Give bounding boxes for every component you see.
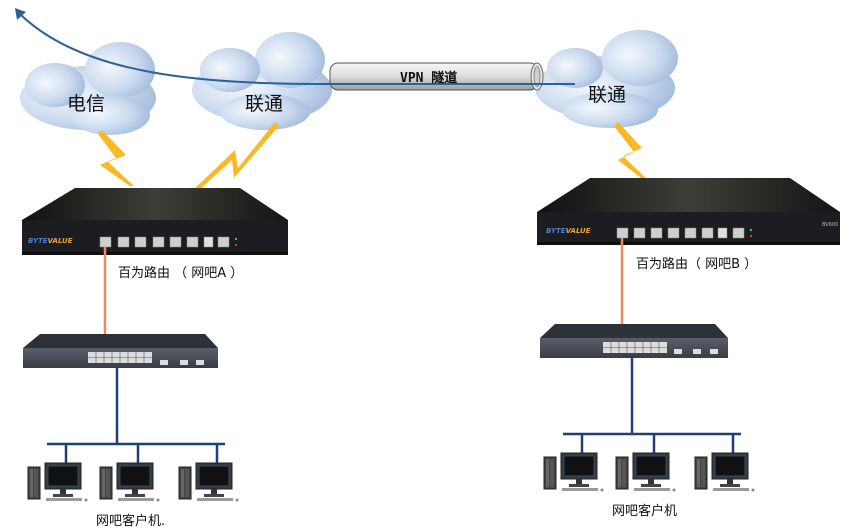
- clients-a-label: 网吧客户机.: [96, 514, 166, 529]
- lightning-icon: [98, 130, 134, 186]
- lan-bus-b: [563, 358, 741, 454]
- computer-icon: [178, 462, 239, 502]
- computer-icon: [543, 452, 604, 492]
- computer-icon: [99, 462, 160, 502]
- cloud-label-unicom-a: 联通: [245, 93, 284, 115]
- router-b: BYTEVALUE BV600: [537, 178, 840, 245]
- router-a: BYTEVALUE: [22, 188, 288, 255]
- switch-b: [540, 324, 728, 358]
- computer-icon: [615, 452, 676, 492]
- cloud-unicom-b: [535, 30, 678, 128]
- lightning-icon: [614, 122, 650, 182]
- arrowhead-icon: [15, 8, 26, 20]
- vpn-tunnel-label: VPN 隧道: [400, 71, 458, 86]
- lightning-icon: [190, 122, 279, 193]
- computer-icon: [694, 452, 755, 492]
- switch-a: [23, 334, 218, 368]
- computer-icon: [27, 462, 88, 502]
- cloud-label-unicom-b: 联通: [588, 84, 627, 106]
- clients-b-label: 网吧客户机: [612, 504, 678, 519]
- cloud-label-telecom: 电信: [67, 93, 106, 115]
- vpn-path-arrow: [17, 11, 575, 85]
- router-a-label: 百为路由 （ 网吧A ）: [118, 266, 244, 281]
- svg-text:BV600: BV600: [822, 222, 838, 228]
- lan-bus-a: [47, 368, 225, 464]
- router-b-label: 百为路由（ 网吧B ）: [636, 257, 758, 272]
- svg-text:BYTEVALUE: BYTEVALUE: [546, 227, 591, 235]
- cloud-telecom: [20, 42, 156, 135]
- svg-text:BYTEVALUE: BYTEVALUE: [28, 237, 73, 245]
